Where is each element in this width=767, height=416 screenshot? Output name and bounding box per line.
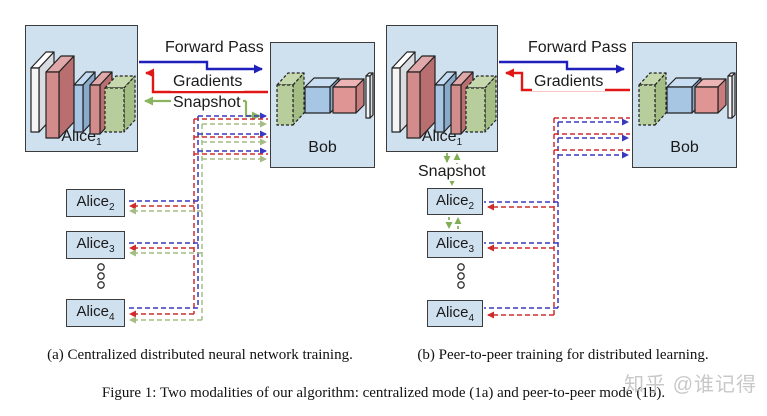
panel-b-bob-cnn-blocks-icon <box>638 72 736 126</box>
panel-a-dashed-to-bob <box>194 112 268 163</box>
panel-b-snapshot-label: Snapshot <box>416 163 488 181</box>
bob-label: Bob <box>670 139 699 156</box>
panel-b-gradients-label: Gradients <box>532 73 606 91</box>
panel-b-alice3-box: Alice3 <box>427 231 483 258</box>
panel-a-forward-pass-arrow <box>139 60 263 74</box>
figure-caption: Figure 1: Two modalities of our algorith… <box>101 385 666 401</box>
panel-a-ellipsis-dots <box>97 263 105 289</box>
panel-a-alice2-box: Alice2 <box>66 189 125 217</box>
panel-b-alice-layer-stack-icon <box>391 51 497 139</box>
panel-a-gradients-label: Gradients <box>171 73 245 91</box>
panel-a-snapshot-label: Snapshot <box>171 94 243 112</box>
panel-a-alice-layer-stack-icon <box>30 51 136 139</box>
zhihu-watermark: 知乎 @谁记得 <box>624 374 757 396</box>
panel-a-forward-pass-label: Forward Pass <box>163 39 266 57</box>
panel-a-gradients-arrow <box>145 68 268 94</box>
panel-b-alice2-box: Alice2 <box>427 188 483 215</box>
panel-b-ellipsis-dots <box>457 263 465 289</box>
panel-b-caption: (b) Peer-to-peer training for distribute… <box>417 347 709 363</box>
panel-b-dashed-to-bob <box>554 117 630 159</box>
panel-a-dashed-trunk <box>193 116 203 320</box>
panel-b-forward-pass-arrow <box>499 60 625 74</box>
panel-a-alice4-box: Alice4 <box>66 299 125 327</box>
panel-b-forward-pass-label: Forward Pass <box>526 39 629 57</box>
panel-a-caption: (a) Centralized distributed neural netwo… <box>47 347 353 363</box>
panel-a-bob-cnn-blocks-icon <box>276 72 374 126</box>
panel-b-dashed-trunk <box>553 118 559 315</box>
alice1-label: Alice1 <box>61 127 102 148</box>
panel-b-dashed-to-alices <box>484 201 558 319</box>
panel-a-alice3-box: Alice3 <box>66 231 125 259</box>
panel-b-alice4-box: Alice4 <box>427 300 483 327</box>
bob-label: Bob <box>308 139 337 156</box>
panel-a-dashed-to-alices <box>126 200 202 324</box>
alice1-label: Alice1 <box>421 127 463 148</box>
